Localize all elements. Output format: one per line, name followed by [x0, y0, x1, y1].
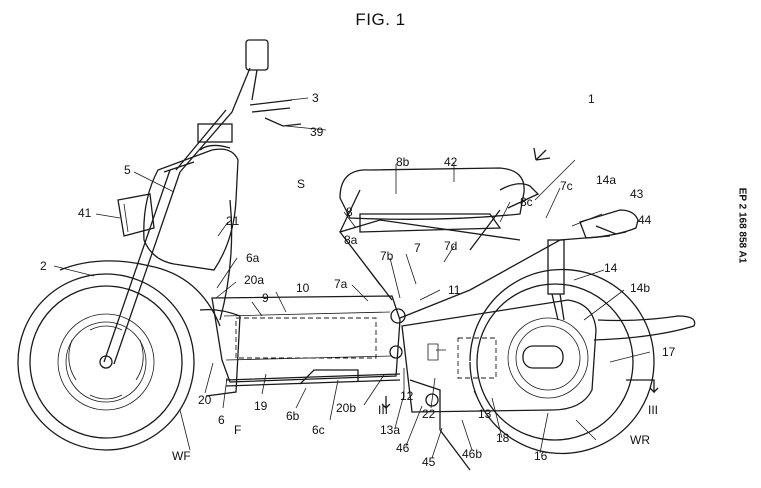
label-S: S — [297, 177, 305, 191]
label-21: 21 — [226, 214, 240, 228]
label-46: 46 — [396, 441, 410, 455]
label-14a: 14a — [596, 173, 616, 187]
label-WR: WR — [630, 433, 650, 447]
label-7: 7 — [414, 241, 421, 255]
leader-lines — [53, 97, 651, 459]
label-3: 3 — [312, 91, 319, 105]
label-46b: 46b — [462, 447, 482, 461]
section-arrows — [381, 147, 659, 410]
label-22: 22 — [422, 407, 436, 421]
label-43: 43 — [630, 187, 644, 201]
label-44: 44 — [638, 213, 652, 227]
front-cowl — [59, 144, 241, 397]
label-41: 41 — [78, 206, 92, 220]
label-6b: 6b — [286, 409, 300, 423]
label-11: 11 — [448, 283, 461, 297]
label-8c: 8c — [520, 195, 533, 209]
label-7d: 7d — [444, 239, 457, 253]
label-17: 17 — [662, 345, 676, 359]
label-14: 14 — [604, 261, 618, 275]
stand — [389, 308, 471, 471]
label-8b: 8b — [396, 155, 410, 169]
label-14b: 14b — [630, 281, 650, 295]
label-6a: 6a — [246, 251, 260, 265]
label-6c: 6c — [312, 423, 325, 437]
label-10: 10 — [296, 281, 310, 295]
label-16: 16 — [534, 449, 548, 463]
label-7c: 7c — [560, 179, 573, 193]
label-12: 12 — [400, 389, 414, 403]
label-39: 39 — [310, 125, 324, 139]
rear-suspension — [401, 209, 696, 413]
label-9: 9 — [262, 291, 269, 305]
seat — [339, 167, 540, 233]
label-45: 45 — [422, 455, 436, 469]
label-20: 20 — [198, 393, 212, 407]
rear-wheel — [469, 268, 655, 455]
label-1: 1 — [588, 92, 595, 106]
label-WF: WF — [172, 449, 191, 463]
label-20b: 20b — [336, 401, 356, 415]
front-wheel — [17, 273, 195, 451]
main-frame — [211, 189, 611, 387]
label-2: 2 — [40, 259, 47, 273]
label-19: 19 — [254, 399, 268, 413]
label-III-left: III — [378, 403, 388, 417]
label-6: 6 — [218, 413, 225, 427]
label-18: 18 — [496, 431, 510, 445]
label-7a: 7a — [334, 277, 348, 291]
part-labels: 1 3 39 5 41 21 S 8b 42 7c 14a 43 44 8 8c… — [40, 91, 676, 469]
label-42: 42 — [444, 155, 458, 169]
label-7b: 7b — [380, 249, 394, 263]
label-III-right: III — [648, 403, 658, 417]
label-13: 13 — [478, 407, 492, 421]
front-fork — [103, 39, 302, 365]
label-20a: 20a — [244, 273, 264, 287]
label-8a: 8a — [344, 233, 358, 247]
figure-title: FIG. 1 — [355, 10, 406, 29]
label-F: F — [234, 423, 241, 437]
label-5: 5 — [124, 163, 131, 177]
label-13a: 13a — [380, 423, 400, 437]
label-8: 8 — [346, 205, 353, 219]
